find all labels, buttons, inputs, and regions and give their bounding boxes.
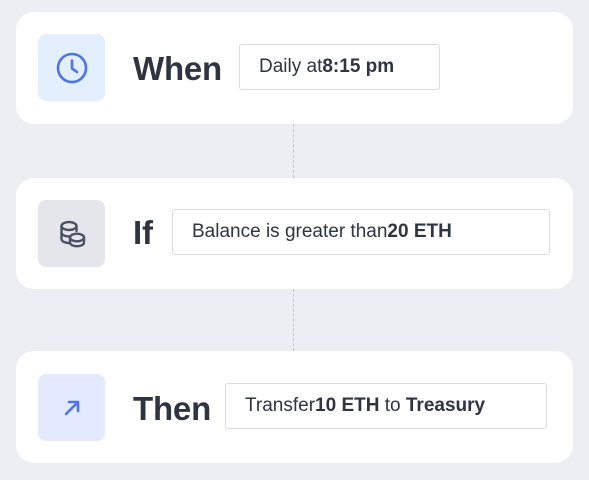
then-keyword: Then (133, 390, 212, 427)
transfer-prefix: Transfer (245, 395, 316, 416)
transfer-target: Treasury (405, 395, 486, 416)
schedule-time: 8:15 pm (322, 56, 395, 77)
if-keyword: If (133, 214, 153, 251)
balance-threshold: 20 ETH (387, 221, 452, 242)
transfer-amount: 10 ETH (315, 395, 380, 416)
coins-icon (59, 220, 85, 247)
balance-prefix: Balance is greater than (192, 221, 388, 242)
flow-connector (293, 124, 294, 178)
transfer-action-chip[interactable]: Transfer 10 ETH to Treasury (225, 383, 547, 429)
schedule-condition-chip[interactable]: Daily at 8:15 pm (239, 44, 440, 90)
when-icon-tile (38, 34, 105, 101)
flow-connector (293, 289, 294, 351)
when-keyword: When (133, 50, 223, 87)
arrow-up-right-icon (64, 400, 79, 415)
then-icon-tile (38, 374, 105, 441)
if-icon-tile (38, 200, 105, 267)
transfer-mid: to (379, 395, 406, 416)
schedule-prefix: Daily at (259, 56, 323, 77)
balance-condition-chip[interactable]: Balance is greater than 20 ETH (172, 209, 550, 255)
when-trigger-card[interactable]: When Daily at 8:15 pm (16, 12, 573, 124)
then-action-card[interactable]: Then Transfer 10 ETH to Treasury (16, 351, 573, 463)
clock-icon (56, 52, 87, 83)
if-condition-card[interactable]: If Balance is greater than 20 ETH (16, 178, 573, 289)
